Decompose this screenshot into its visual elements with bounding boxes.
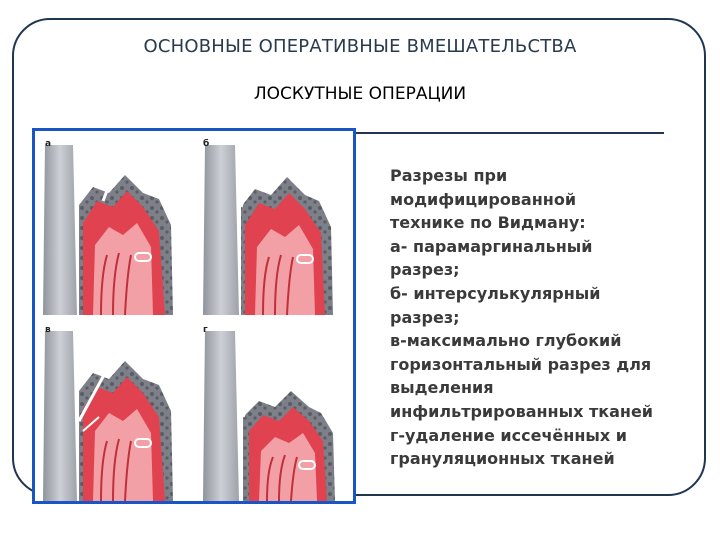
panel-a: а (39, 135, 193, 315)
panel-letter: в (45, 325, 51, 335)
slide-subtitle: ЛОСКУТНЫЕ ОПЕРАЦИИ (253, 84, 467, 104)
caption-line: разрез; (390, 307, 460, 327)
panel-v: в (39, 321, 193, 501)
caption-line: технике по Видману: (390, 213, 586, 233)
caption-line: горизонтальный разрез для (390, 354, 652, 374)
periodontal-section-illustration (39, 321, 193, 501)
caption-line: а- парамаргинальный (390, 236, 593, 256)
periodontal-section-illustration (197, 135, 351, 315)
caption-line: б- интерсулькулярный (390, 283, 601, 303)
caption-line: в-максимально глубокий (390, 331, 622, 351)
slide-frame (12, 18, 706, 496)
panel-letter: а (45, 139, 52, 149)
panel-b: б (197, 135, 351, 315)
periodontal-section-illustration (197, 321, 351, 501)
caption-line: разрез; (390, 260, 460, 280)
subtitle-divider (356, 132, 664, 134)
caption-line: Разрезы при (390, 166, 508, 185)
caption-line: г-удаление иссечённых и (390, 425, 627, 445)
caption-line: грануляционных тканей (390, 449, 615, 469)
caption-line: инфильтрированных тканей (390, 401, 654, 421)
incision-illustration: а б (32, 128, 356, 504)
periodontal-section-illustration (39, 135, 193, 315)
caption-line: модифицированной (390, 189, 577, 209)
panel-letter: б (203, 139, 210, 149)
caption-line: выделения (390, 378, 494, 398)
slide-title: ОСНОВНЫЕ ОПЕРАТИВНЫЕ ВМЕШАТЕЛЬСТВА (143, 36, 577, 57)
figure-caption: Разрезы при модифицированной технике по … (390, 164, 700, 471)
panel-g: г (197, 321, 351, 501)
panel-letter: г (203, 325, 208, 335)
